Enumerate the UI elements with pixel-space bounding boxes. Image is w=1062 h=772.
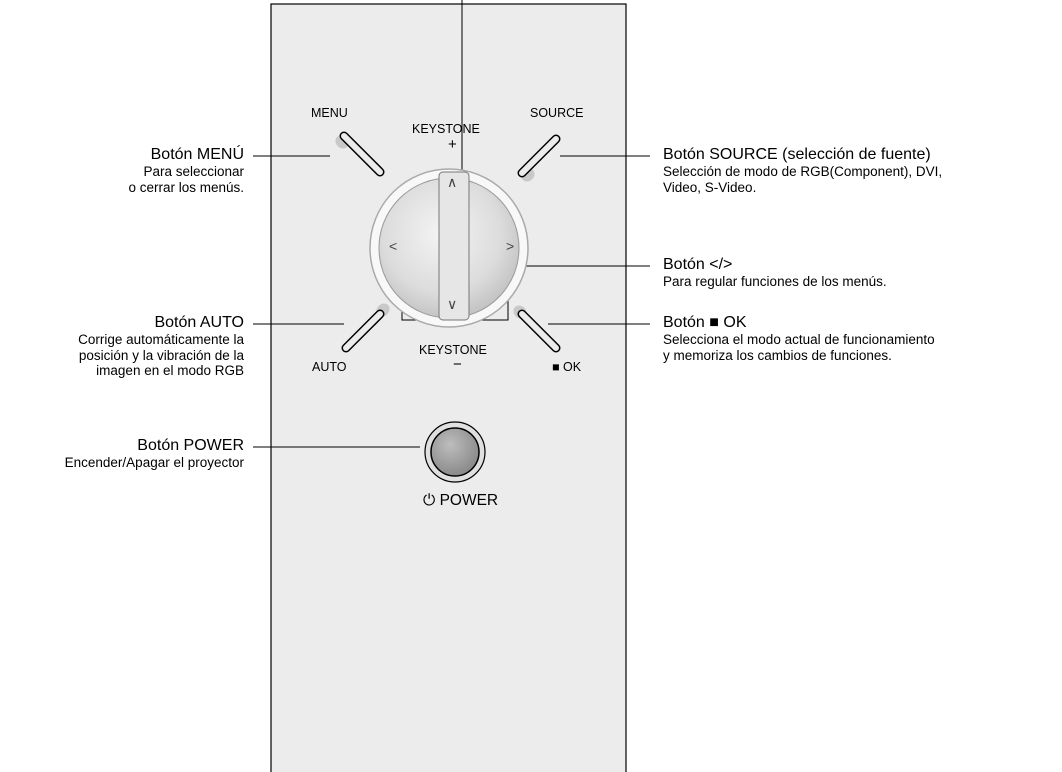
callout-source-desc-1: Selección de modo de RGB(Component), DVI… [663, 164, 943, 180]
callout-menu: Botón MENÚ Para seleccionar o cerrar los… [40, 146, 244, 195]
callout-menu-desc-2: o cerrar los menús. [128, 179, 244, 195]
callout-arrows-desc-1: Para regular funciones de los menús. [663, 274, 887, 290]
callout-ok-desc-2: y memoriza los cambios de funciones. [663, 347, 892, 363]
ok-label: ■ OK [552, 360, 582, 374]
callout-auto-desc-2: posición y la vibración de la [78, 347, 244, 363]
callout-auto-desc-3: imagen en el modo RGB [96, 363, 244, 379]
auto-label: AUTO [312, 360, 347, 374]
callout-power-desc-1: Encender/Apagar el proyector [64, 455, 244, 471]
callout-auto-title: Botón AUTO [154, 314, 244, 331]
callout-ok: Botón ■ OK Selecciona el modo actual de … [663, 314, 1053, 363]
dial-up-arrow-icon[interactable]: ∧ [447, 174, 458, 190]
power-label: ⏻ POWER [423, 492, 499, 509]
callout-source-title: Botón SOURCE (selección de fuente) [663, 146, 931, 163]
dial-right-arrow-icon[interactable]: > [506, 238, 515, 254]
callout-arrows-title: Botón </> [663, 256, 733, 273]
callout-power-title: Botón POWER [137, 437, 244, 454]
source-button[interactable] [517, 134, 561, 184]
callout-source: Botón SOURCE (selección de fuente) Selec… [663, 146, 1053, 195]
keystone-minus-label: KEYSTONE [419, 343, 487, 357]
callout-menu-title: Botón MENÚ [150, 146, 244, 163]
callout-ok-title: Botón ■ OK [663, 314, 747, 331]
source-label: SOURCE [530, 106, 584, 120]
keystone-rocker[interactable] [438, 171, 470, 321]
callout-auto: Botón AUTO Corrige automáticamente la po… [4, 314, 244, 379]
menu-label: MENU [311, 106, 348, 120]
keystone-plus-label: KEYSTONE [412, 122, 480, 136]
dial-left-arrow-icon[interactable]: < [389, 238, 398, 254]
callout-auto-desc-1: Corrige automáticamente la [78, 332, 244, 348]
callout-arrows: Botón </> Para regular funciones de los … [663, 256, 1053, 290]
callout-ok-desc-1: Selecciona el modo actual de funcionamie… [663, 332, 935, 348]
menu-button[interactable] [333, 131, 385, 177]
panel-body [270, 3, 627, 772]
callout-source-desc-2: Video, S-Video. [663, 179, 757, 195]
callout-power: Botón POWER Encender/Apagar el proyector [4, 437, 244, 471]
power-button[interactable] [430, 427, 480, 477]
auto-button[interactable] [341, 301, 392, 353]
dial-down-arrow-icon[interactable]: ∨ [447, 296, 458, 312]
callout-menu-desc-1: Para seleccionar [143, 164, 244, 180]
keystone-minus-sign: − [453, 356, 462, 373]
ok-button[interactable] [511, 303, 561, 353]
keystone-plus-sign: + [448, 136, 457, 153]
